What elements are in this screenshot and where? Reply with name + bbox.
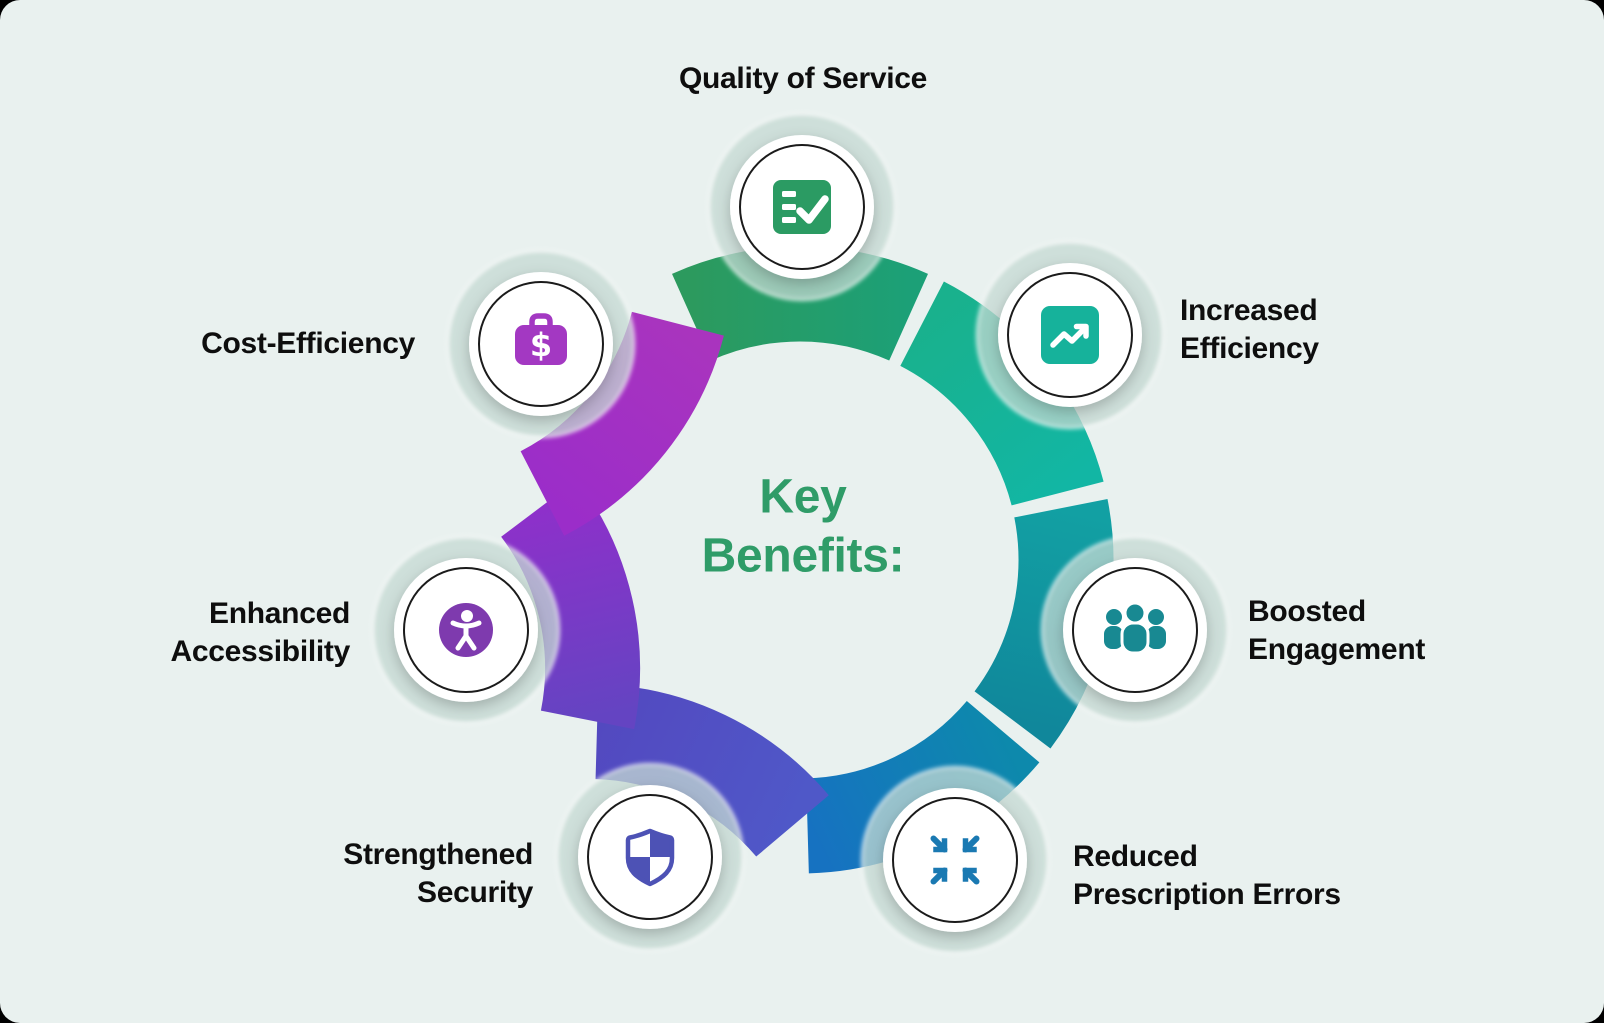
icon-outline (1007, 272, 1133, 398)
label-line: Security (417, 876, 533, 910)
icon-disc (883, 788, 1027, 932)
label-line: Prescription Errors (1073, 878, 1341, 912)
svg-text:$: $ (530, 326, 552, 364)
accessibility-icon (439, 603, 493, 657)
trending-up-icon (1041, 306, 1099, 364)
label-increased-efficiency: Increased Efficiency (1180, 292, 1319, 368)
label-reduced-prescription-errors: Reduced Prescription Errors (1073, 838, 1341, 914)
icon-outline (892, 797, 1018, 923)
checklist-icon (773, 180, 831, 234)
briefcase-dollar-icon: $ (515, 313, 567, 365)
title-line: Benefits: (701, 529, 905, 582)
label-line: Reduced (1073, 840, 1198, 873)
icon-outline (1072, 567, 1198, 693)
icon-outline (587, 794, 713, 920)
label-quality-of-service: Quality of Service (679, 60, 927, 98)
diagram-title: Key Benefits: (702, 468, 905, 585)
people-group-icon (1104, 601, 1166, 655)
label-line: Engagement (1248, 633, 1426, 667)
shield-icon (625, 828, 675, 887)
label-line: Increased (1180, 294, 1318, 327)
icon-outline (478, 281, 604, 407)
label-line: Boosted (1248, 595, 1366, 628)
label-line: Strengthened (343, 838, 533, 871)
converge-arrows-icon (930, 835, 980, 885)
label-strengthened-security: Strengthened Security (343, 836, 533, 912)
icon-outline (739, 144, 865, 270)
icon-outlines (403, 144, 1198, 923)
label-line: Quality of Service (678, 62, 928, 95)
benefits-ring (500, 246, 1114, 874)
ring-segment-cost (519, 310, 724, 536)
icon-outline (403, 567, 529, 693)
label-line: Enhanced (209, 597, 350, 630)
label-line: Efficiency (1180, 332, 1319, 366)
title-line: Key (759, 470, 847, 524)
label-enhanced-accessibility: Enhanced Accessibility (170, 595, 350, 671)
label-boosted-engagement: Boosted Engagement (1248, 593, 1425, 669)
label-cost-efficiency: Cost-Efficiency (201, 325, 415, 363)
ring-segment-accessibility (500, 479, 641, 730)
label-line: Accessibility (170, 635, 350, 669)
label-line: Cost-Efficiency (201, 327, 415, 360)
ring-segment-security (594, 684, 829, 858)
